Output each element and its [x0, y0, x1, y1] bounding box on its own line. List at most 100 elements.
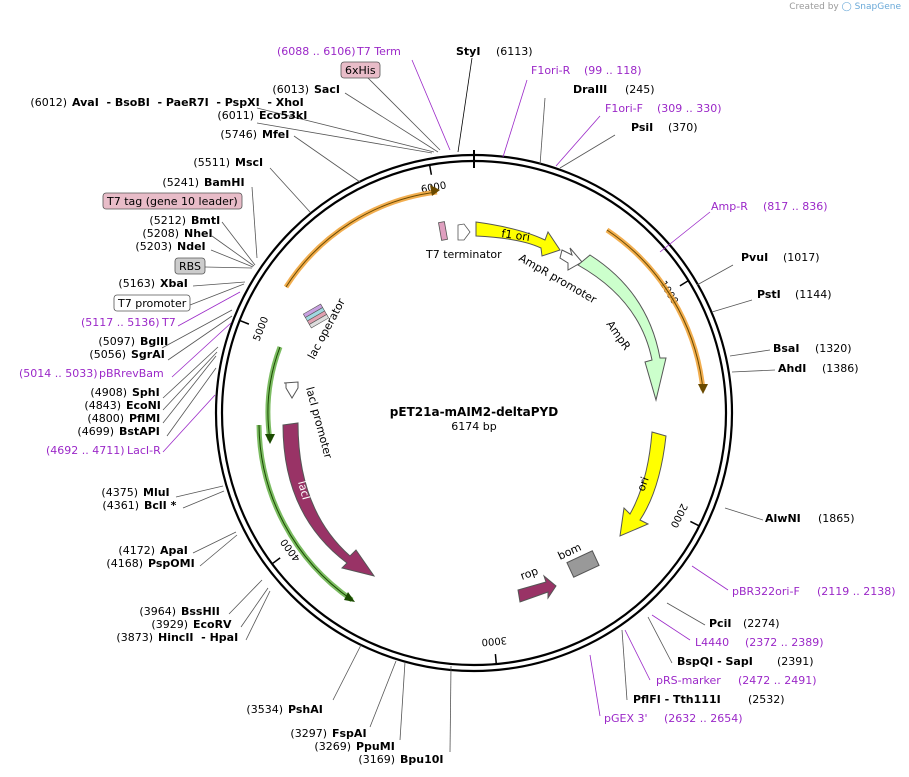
- tag-6xhis[interactable]: 6xHis: [340, 61, 381, 79]
- primer-label-amp-r[interactable]: Amp-R(817 .. 836): [711, 200, 828, 213]
- enzyme-label-pvui[interactable]: PvuI(1017): [741, 251, 820, 264]
- primer-label-pbr322ori-f[interactable]: pBR322ori-F(2119 .. 2138): [732, 585, 896, 598]
- svg-text:T7: T7: [161, 316, 176, 329]
- enzyme-label-pshai[interactable]: (3534)PshAI: [246, 703, 322, 716]
- primer-label-pbrrevbam[interactable]: (5014 .. 5033)pBRrevBam: [19, 367, 164, 380]
- svg-text:(5097): (5097): [98, 335, 135, 348]
- enzyme-label-ppumi[interactable]: (3269)PpuMI: [314, 740, 394, 753]
- primer-label-f1ori-r[interactable]: F1ori-R(99 .. 118): [531, 64, 642, 77]
- credit-brand: SnapGene: [854, 2, 901, 12]
- feature-ampr[interactable]: [577, 254, 667, 402]
- enzyme-label-sphi[interactable]: (4908)SphI: [90, 386, 159, 399]
- label-laci: lacI: [295, 479, 312, 501]
- enzyme-label-hincii-hpai[interactable]: (3873)HincII - HpaI: [116, 631, 238, 644]
- enzyme-label-bglii[interactable]: (5097)BglII: [98, 335, 168, 348]
- svg-text:(2632 .. 2654): (2632 .. 2654): [664, 712, 743, 725]
- svg-text:MluI: MluI: [143, 486, 170, 499]
- enzyme-label-styi[interactable]: StyI(6113): [456, 45, 533, 58]
- svg-text:SacI: SacI: [314, 83, 340, 96]
- enzyme-label-pcii[interactable]: PciI(2274): [709, 617, 780, 630]
- feature-ori[interactable]: [619, 431, 667, 537]
- callout-line: [293, 135, 361, 183]
- enzyme-label-ndei[interactable]: (5203)NdeI: [135, 240, 205, 253]
- enzyme-label-bpu10i[interactable]: (3169)Bpu10I: [358, 753, 443, 766]
- enzyme-label-alwni[interactable]: AlwNI(1865): [765, 512, 855, 525]
- callout-line: [369, 660, 397, 728]
- enzyme-label-msci[interactable]: (5511)MscI: [193, 156, 263, 169]
- enzyme-label-bmti[interactable]: (5212)BmtI: [149, 214, 220, 227]
- svg-text:(1017): (1017): [783, 251, 820, 264]
- enzyme-label-mfei[interactable]: (5746)MfeI: [220, 128, 289, 141]
- enzyme-label-fspai[interactable]: (3297)FspAI: [290, 727, 366, 740]
- enzyme-label-bspqi-sapi[interactable]: BspQI - SapI (2391): [677, 655, 814, 668]
- tick-mark-4000: [271, 557, 281, 565]
- svg-text:(3873): (3873): [116, 631, 153, 644]
- tag-rbs[interactable]: RBS: [174, 257, 206, 275]
- feature-laci[interactable]: [282, 422, 376, 577]
- callout-line: [624, 629, 651, 681]
- feature-f1-ori[interactable]: [475, 221, 561, 257]
- enzyme-label-xbai[interactable]: (5163)XbaI: [118, 277, 187, 290]
- svg-text:L4440: L4440: [695, 636, 729, 649]
- primer-label-l4440[interactable]: L4440 (2372 .. 2389): [695, 636, 824, 649]
- svg-text:(5056): (5056): [89, 348, 126, 361]
- svg-text:(5208): (5208): [142, 227, 179, 240]
- enzyme-label-saci[interactable]: (6013)SacI: [272, 83, 340, 96]
- callout-line: [344, 92, 439, 153]
- enzyme-label-apai[interactable]: (4172)ApaI: [118, 544, 187, 557]
- svg-text:(1320): (1320): [815, 342, 852, 355]
- tag-t7-promoter[interactable]: T7 promoter: [113, 294, 191, 312]
- enzyme-label-sgrai[interactable]: (5056)SgrAI: [89, 348, 164, 361]
- enzyme-label-psti[interactable]: PstI(1144): [757, 288, 832, 301]
- primer-label-t7-term[interactable]: (6088 .. 6106)T7 Term: [277, 45, 401, 58]
- svg-text:MscI: MscI: [235, 156, 263, 169]
- enzyme-label-bcli[interactable]: (4361)BclI *: [102, 499, 176, 512]
- enzyme-label-mlui[interactable]: (4375)MluI: [101, 486, 169, 499]
- enzyme-label-bsai[interactable]: BsaI(1320): [773, 342, 852, 355]
- callout-line: [192, 531, 237, 554]
- tick-mark-3000: [494, 653, 498, 665]
- green-arc-arrow-outer-line: [258, 424, 353, 601]
- enzyme-label-ecorv[interactable]: (3929)EcoRV: [151, 618, 232, 631]
- primer-label-t7[interactable]: (5117 .. 5136)T7: [81, 316, 176, 329]
- enzyme-label-econi[interactable]: (4843)EcoNI: [84, 399, 160, 412]
- svg-text:EcoNI: EcoNI: [126, 399, 161, 412]
- callout-line: [659, 211, 711, 253]
- enzyme-label-pflmi[interactable]: (4800)PflMI: [87, 412, 160, 425]
- feature-rop[interactable]: [517, 574, 557, 603]
- enzyme-label-xhoi-group[interactable]: (6012)AvaI - BsoBI - PaeR7I - PspXI - Xh…: [30, 96, 303, 109]
- enzyme-label-ahdi[interactable]: AhdI(1386): [778, 362, 859, 375]
- enzyme-label-eco53ki[interactable]: (6011)Eco53kI: [217, 109, 307, 122]
- callout-line: [539, 97, 546, 166]
- enzyme-label-bamhi[interactable]: (5241)BamHI: [162, 176, 244, 189]
- orange-arc-arrowhead-left: [430, 185, 440, 196]
- svg-text:(2391): (2391): [777, 655, 814, 668]
- primer-label-prs-marker[interactable]: pRS-marker(2472 .. 2491): [656, 674, 817, 687]
- svg-text:6xHis: 6xHis: [345, 64, 376, 77]
- primer-label-pgex-3[interactable]: pGEX 3'(2632 .. 2654): [604, 712, 743, 725]
- callout-line: [221, 221, 256, 266]
- svg-text:pRS-marker: pRS-marker: [656, 674, 721, 687]
- primer-label-f1ori-f[interactable]: F1ori-F(309 .. 330): [605, 102, 722, 115]
- primer-label-laci-r[interactable]: (4692 .. 4711)LacI-R: [46, 444, 161, 457]
- svg-text:FspAI: FspAI: [332, 727, 367, 740]
- feature-bom[interactable]: [566, 550, 600, 578]
- enzyme-label-pspomi[interactable]: (4168)PspOMI: [106, 557, 194, 570]
- enzyme-label-pflfi-tth111i[interactable]: PflFI - Tth111I(2532): [633, 693, 785, 706]
- enzyme-label-nhei[interactable]: (5208)NheI: [142, 227, 212, 240]
- tick-label-5000: 5000: [252, 315, 272, 343]
- svg-text:(2372 .. 2389): (2372 .. 2389): [745, 636, 824, 649]
- svg-text:(1386): (1386): [822, 362, 859, 375]
- svg-text:(6012): (6012): [30, 96, 67, 109]
- svg-text:BspQI - SapI: BspQI - SapI: [677, 655, 753, 668]
- enzyme-label-bstapi[interactable]: (4699)BstAPI: [77, 425, 159, 438]
- enzyme-label-draiii[interactable]: DraIII(245): [573, 83, 655, 96]
- enzyme-label-psii[interactable]: PsiI(370): [631, 121, 698, 134]
- svg-text:EcoRV: EcoRV: [193, 618, 232, 631]
- svg-text:(2119 .. 2138): (2119 .. 2138): [817, 585, 896, 598]
- callout-line: [711, 299, 753, 313]
- enzyme-label-bsshii[interactable]: (3964)BssHII: [139, 605, 219, 618]
- callout-line: [359, 69, 441, 151]
- callout-line: [182, 490, 225, 509]
- tag-t7-tag[interactable]: T7 tag (gene 10 leader): [102, 192, 243, 210]
